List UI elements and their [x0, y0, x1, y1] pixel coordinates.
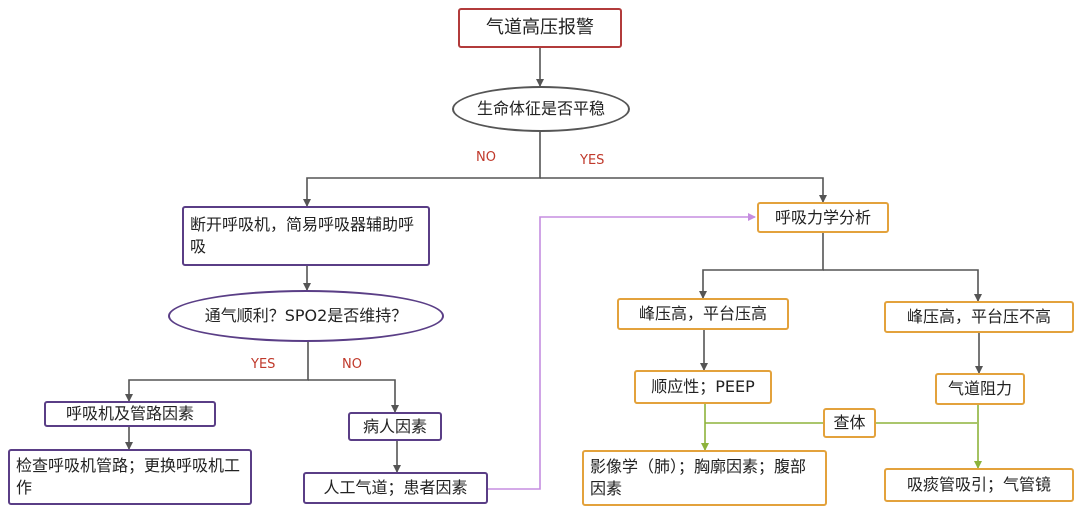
alarm-node: 气道高压报警 — [458, 8, 622, 48]
resistance-label: 气道阻力 — [947, 379, 1012, 398]
ventilator-factors-label: 呼吸机及管路因素 — [65, 404, 194, 423]
vitals-no-label: NO — [476, 150, 496, 165]
compliance-node: 顺应性；PEEP — [634, 370, 772, 404]
edge-ventilation-patient — [308, 379, 399, 413]
vitals-node: 生命体征是否平稳 — [452, 86, 630, 132]
edge-ventilation-ventfactors — [125, 342, 309, 402]
ventilation-node: 通气顺利？SPO2是否维持？ — [168, 290, 444, 342]
peak-plateau-high-node: 峰压高，平台压高 — [617, 298, 789, 330]
edge-airway-mechanics — [488, 213, 756, 490]
airway-node: 人工气道；患者因素 — [303, 472, 488, 504]
exam-node: 查体 — [823, 408, 876, 438]
vitals-label: 生命体征是否平稳 — [476, 99, 605, 118]
imaging-label: 影像学（肺）；胸廓因素；腹部因素 — [590, 457, 807, 498]
resistance-node: 气道阻力 — [935, 373, 1025, 405]
exam-label: 查体 — [833, 413, 866, 432]
vent-yes-label: YES — [251, 357, 276, 372]
suction-label: 吸痰管吸引；气管镜 — [906, 475, 1051, 494]
ventilator-factors-node: 呼吸机及管路因素 — [44, 401, 216, 427]
patient-factors-label: 病人因素 — [362, 416, 427, 436]
ventilation-label: 通气顺利？SPO2是否维持？ — [204, 306, 408, 325]
edge-vitals-mechanics — [540, 177, 827, 203]
disconnect-label: 断开呼吸机，简易呼吸器辅助呼吸 — [190, 215, 415, 256]
edge-vitals-split — [303, 132, 541, 207]
alarm-label: 气道高压报警 — [486, 17, 594, 38]
check-ventilator-node: 检查呼吸机管路；更换呼吸机工作 — [8, 449, 252, 505]
peak-high-plateau-not-node: 峰压高，平台压不高 — [884, 301, 1074, 333]
airway-label: 人工气道；患者因素 — [323, 478, 468, 497]
imaging-node: 影像学（肺）；胸廓因素；腹部因素 — [582, 450, 827, 506]
edge-mechanics-right — [823, 269, 982, 302]
suction-node: 吸痰管吸引；气管镜 — [884, 468, 1074, 502]
vitals-yes-label: YES — [580, 153, 605, 168]
check-ventilator-label: 检查呼吸机管路；更换呼吸机工作 — [16, 456, 241, 497]
mechanics-node: 呼吸力学分析 — [757, 202, 889, 233]
compliance-label: 顺应性；PEEP — [651, 377, 755, 396]
patient-factors-node: 病人因素 — [348, 412, 442, 441]
peak-plateau-high-label: 峰压高，平台压高 — [638, 304, 767, 323]
peak-high-plateau-not-label: 峰压高，平台压不高 — [906, 307, 1051, 326]
edge-mechanics-split — [699, 233, 824, 299]
disconnect-node: 断开呼吸机，简易呼吸器辅助呼吸 — [182, 206, 430, 266]
mechanics-label: 呼吸力学分析 — [774, 207, 871, 227]
vent-no-label: NO — [342, 357, 362, 372]
